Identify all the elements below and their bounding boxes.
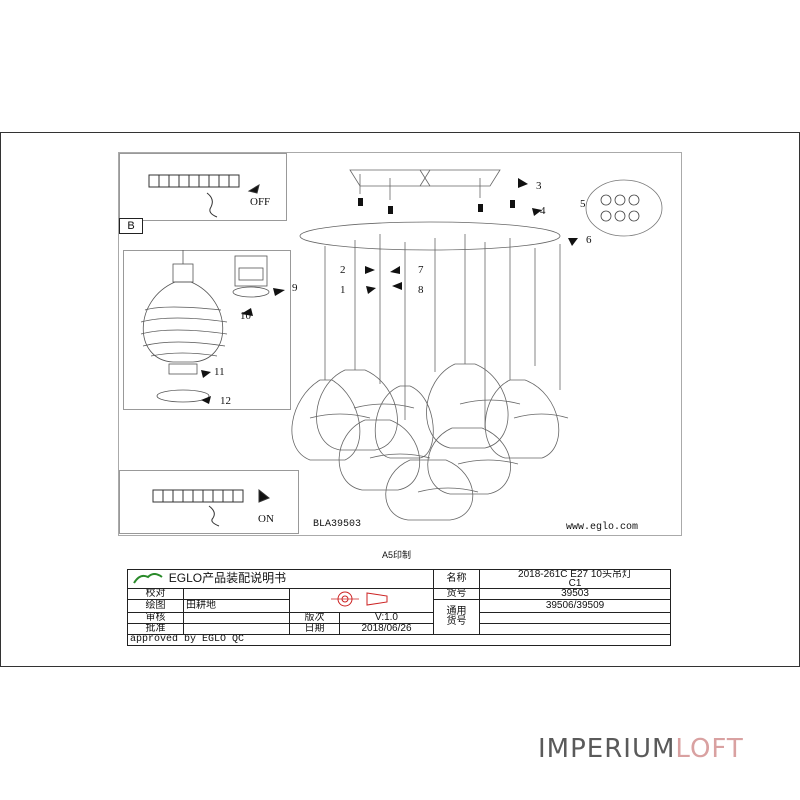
draw-label: 绘图 <box>127 599 184 613</box>
common-label: 通用 <box>446 606 467 617</box>
terminal-block-a-illustration <box>148 174 260 218</box>
date-label: 日期 <box>289 623 340 635</box>
version-label: 版次 <box>289 612 340 624</box>
print-size-note: A5印制 <box>382 550 412 560</box>
name-value-cell: 2018-261C E27 10头吊灯 C1 <box>479 569 672 589</box>
callout-3: 3 <box>536 180 542 192</box>
version-value: V:1.0 <box>338 612 435 624</box>
callout-1: 1 <box>340 284 346 296</box>
callout-11: 11 <box>214 366 225 378</box>
date-value: 2018/06/26 <box>338 623 435 635</box>
approved-by: approved by EGLO QC <box>126 634 672 646</box>
common-item-label-cell: 通用 货号 <box>433 599 481 635</box>
item-label-2: 货号 <box>446 616 467 627</box>
pendant-fixture-illustration <box>291 169 578 521</box>
common-value: 39506/39509 <box>479 599 672 613</box>
common-extra-1 <box>479 612 672 624</box>
panel-a-off-label: OFF <box>250 196 271 208</box>
callout-2: 2 <box>340 264 346 276</box>
callout-4: 4 <box>540 205 546 217</box>
approve-label: 批准 <box>127 623 184 635</box>
proofread-value <box>183 588 290 600</box>
assembly-drawing <box>118 152 682 536</box>
watermark-part2: LOFT <box>675 734 744 764</box>
terminal-block-c-illustration <box>152 488 270 527</box>
watermark-part1: IMPERIUM <box>538 734 676 764</box>
projection-symbol-icon <box>330 591 387 607</box>
proofread-label: 校对 <box>127 588 184 600</box>
name-label: 名称 <box>433 569 481 589</box>
projection-symbol-cell <box>288 588 435 613</box>
shade-assembly-illustration <box>140 250 285 404</box>
title-block: EGLO产品装配说明书 名称 2018-261C E27 10头吊灯 C1 校对… <box>126 569 672 646</box>
review-value <box>183 612 290 624</box>
model-code: BLA39503 <box>313 519 362 530</box>
review-label: 审核 <box>127 612 184 624</box>
eglo-logo-icon <box>133 573 163 584</box>
logo-cell: EGLO产品装配说明书 <box>126 569 435 589</box>
panel-b-label: B <box>119 218 143 234</box>
terminal-detail-illustration <box>585 179 663 237</box>
callout-6: 6 <box>586 234 592 246</box>
common-extra-2 <box>479 623 672 635</box>
callout-8: 8 <box>418 284 424 296</box>
callout-10: 10 <box>240 310 251 322</box>
panel-c-on-label: ON <box>258 513 274 525</box>
callout-9: 9 <box>292 282 298 294</box>
name-value: 2018-261C E27 10头吊灯 <box>518 569 632 580</box>
logo-title: EGLO产品装配说明书 <box>168 570 287 585</box>
watermark-logo: IMPERIUMLOFT <box>538 734 744 764</box>
callout-12: 12 <box>220 395 231 407</box>
callout-5: 5 <box>580 198 586 210</box>
item-label: 货号 <box>433 588 481 600</box>
name-sub: C1 <box>568 578 582 589</box>
callout-7: 7 <box>418 264 424 276</box>
approve-value <box>183 623 290 635</box>
draw-value: 田耕地 <box>183 599 290 613</box>
website: www.eglo.com <box>566 522 639 533</box>
item-value: 39503 <box>479 588 672 600</box>
